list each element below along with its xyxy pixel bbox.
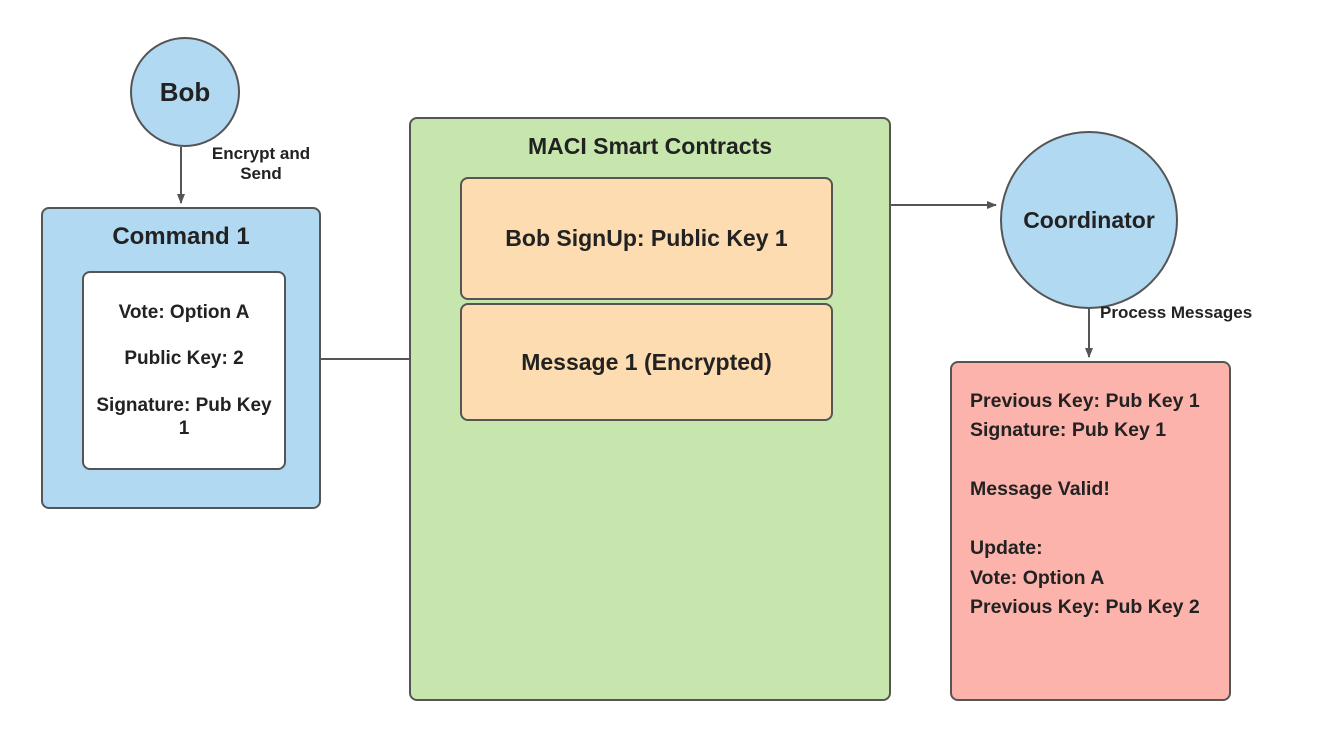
record-message-1-label: Message 1 (Encrypted): [521, 348, 772, 375]
record-bob-signup[interactable]: Bob SignUp: Public Key 1: [460, 177, 833, 300]
node-bob[interactable]: Bob: [130, 37, 240, 147]
command-field-public-key: Public Key: 2: [124, 348, 244, 370]
node-coordinator-label: Coordinator: [1023, 206, 1155, 233]
record-bob-signup-label: Bob SignUp: Public Key 1: [505, 225, 788, 251]
edge-label-process-messages: Process Messages: [1100, 303, 1253, 322]
node-bob-label: Bob: [159, 76, 211, 107]
record-message-1[interactable]: Message 1 (Encrypted): [460, 303, 833, 421]
command-1-title: Command 1: [112, 223, 250, 250]
command-field-signature: Signature: Pub Key 1: [96, 394, 272, 439]
node-command-1[interactable]: Command 1 Vote: Option A Public Key: 2 S…: [41, 207, 321, 509]
command-field-vote: Vote: Option A: [118, 302, 250, 324]
maci-title: MACI Smart Contracts: [527, 133, 773, 159]
node-coordinator[interactable]: Coordinator: [1000, 131, 1178, 309]
node-maci-smart-contracts[interactable]: MACI Smart Contracts Bob SignUp: Public …: [409, 117, 891, 701]
edge-label-encrypt-and-send: Encrypt and Send: [211, 144, 311, 184]
node-process-result[interactable]: Previous Key: Pub Key 1 Signature: Pub K…: [950, 361, 1231, 701]
command-1-fields: Vote: Option A Public Key: 2 Signature: …: [82, 271, 286, 470]
process-result-text: Previous Key: Pub Key 1 Signature: Pub K…: [970, 390, 1200, 619]
